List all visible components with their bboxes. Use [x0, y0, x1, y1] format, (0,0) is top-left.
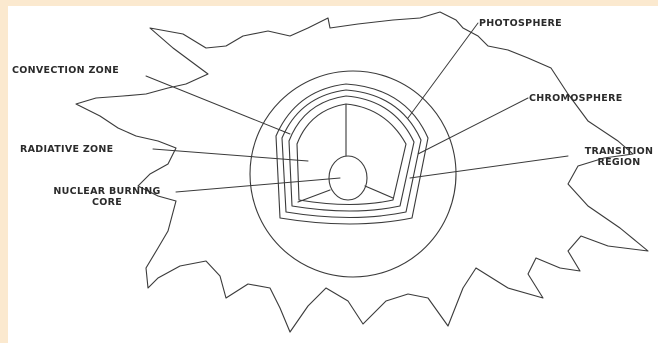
- cutaway-layer-3: [289, 96, 414, 211]
- leader-photosphere: [408, 23, 478, 118]
- leader-chromosphere: [418, 98, 528, 154]
- leader-transition: [410, 156, 568, 178]
- sun-structure-diagram: [8, 6, 658, 343]
- radiative-zone-boundary: [297, 104, 406, 205]
- label-photosphere: PHOTOSPHERE: [479, 18, 562, 29]
- leader-core: [176, 178, 340, 192]
- corona-outline: [76, 12, 648, 332]
- leader-radiative: [153, 149, 308, 161]
- cutaway-layer-2: [282, 90, 421, 218]
- label-transition-line1: TRANSITION: [573, 146, 658, 157]
- label-nuclear-core: NUCLEAR BURNING CORE: [40, 186, 174, 208]
- label-nuclear-core-line2: CORE: [40, 197, 174, 208]
- label-transition-region: TRANSITION REGION: [573, 146, 658, 168]
- spoke-right: [365, 186, 393, 198]
- label-radiative-zone: RADIATIVE ZONE: [20, 144, 113, 155]
- diagram-canvas: CONVECTION ZONE RADIATIVE ZONE NUCLEAR B…: [8, 6, 658, 343]
- label-nuclear-core-line1: NUCLEAR BURNING: [40, 186, 174, 197]
- leader-convection: [146, 76, 290, 134]
- label-chromosphere: CHROMOSPHERE: [529, 93, 623, 104]
- spoke-left: [298, 190, 330, 202]
- sphere-outline: [250, 71, 456, 277]
- label-convection-zone: CONVECTION ZONE: [12, 65, 119, 76]
- label-transition-line2: REGION: [573, 157, 658, 168]
